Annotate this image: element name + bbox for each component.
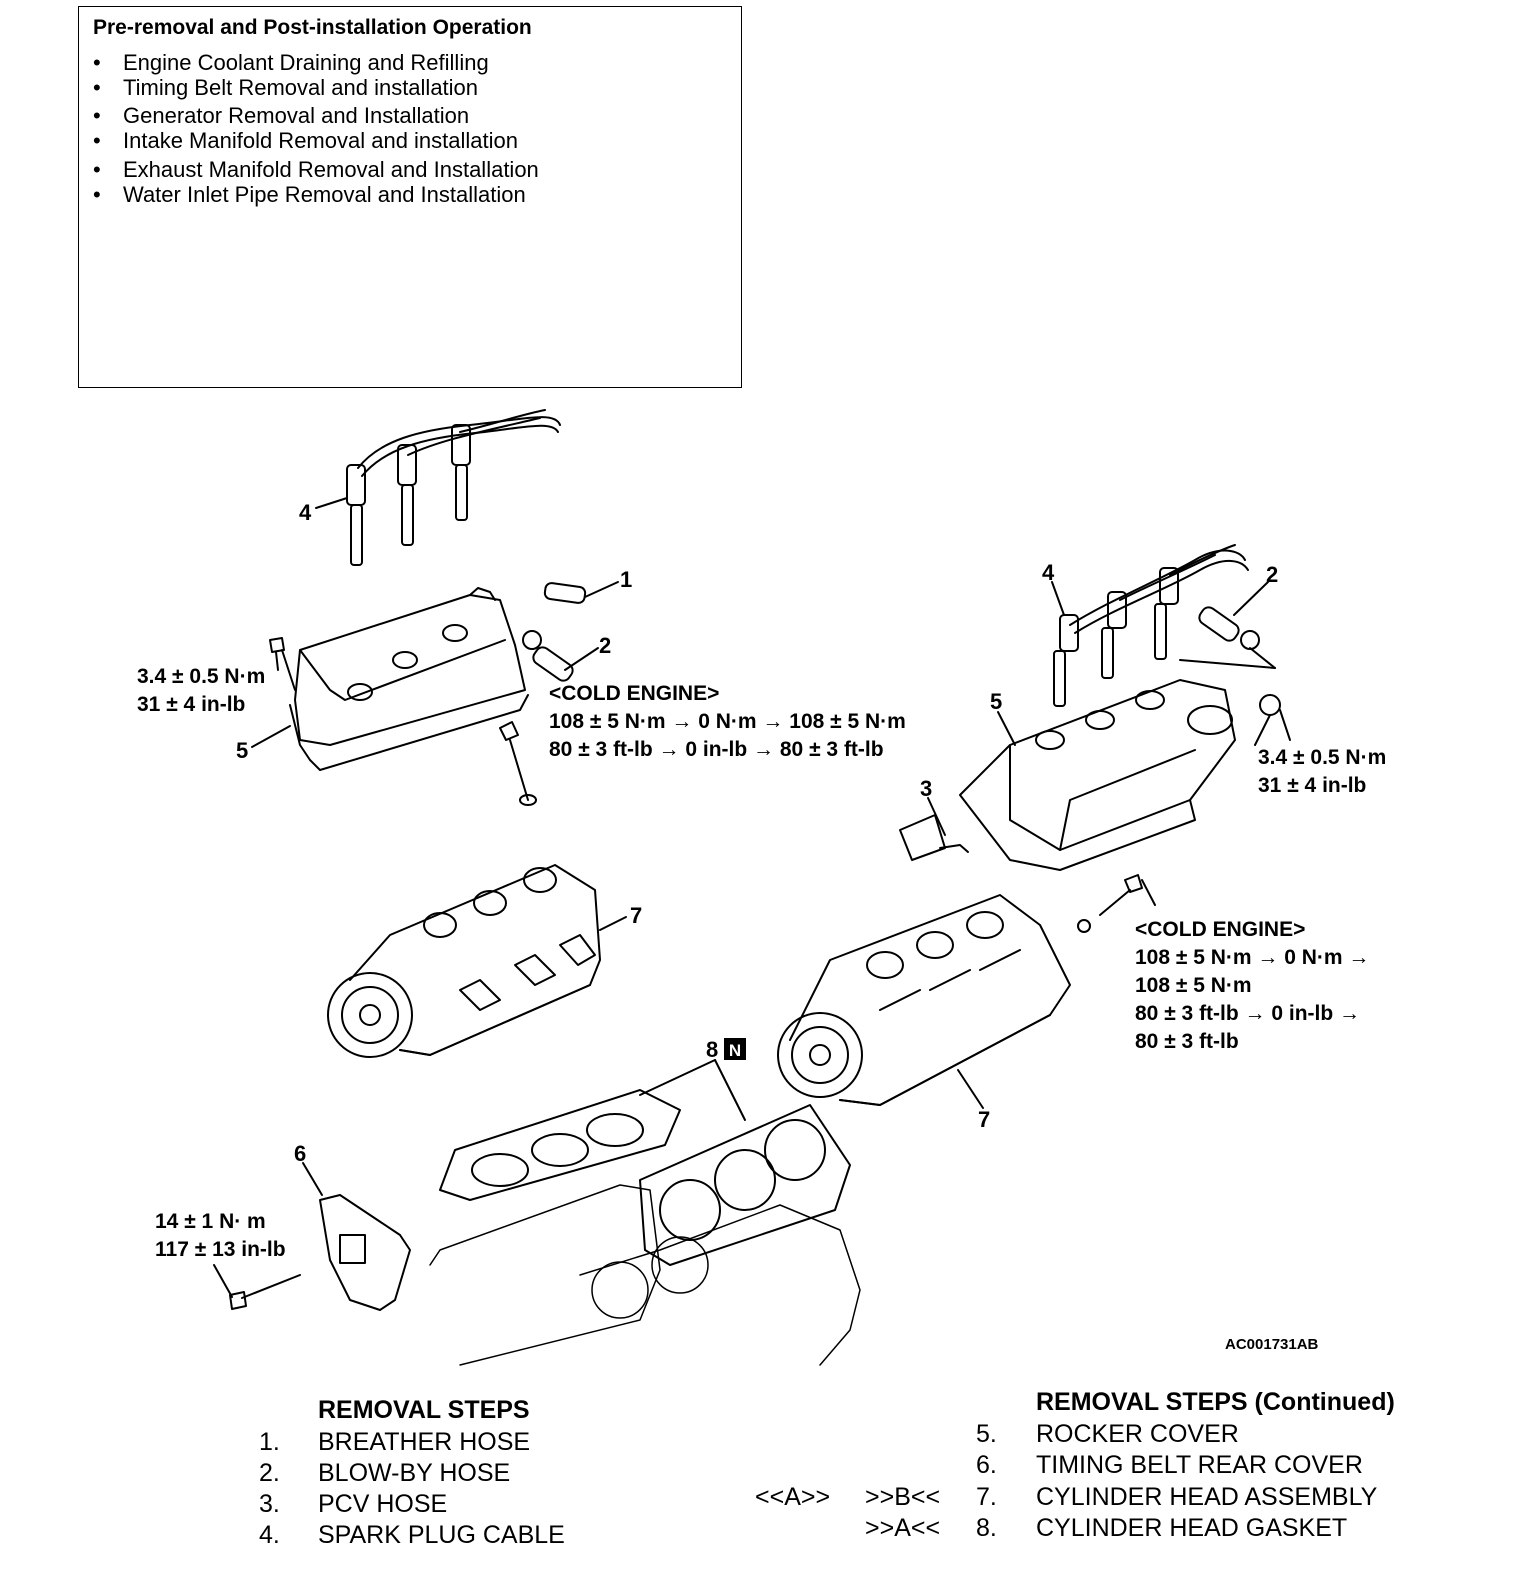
removal-steps-header: REMOVAL STEPS <box>318 1396 530 1424</box>
cold-engine-right-nm-2: 108 ± 5 N·m <box>1135 974 1252 997</box>
pre-removal-item-text: Exhaust Manifold Removal and Installatio… <box>123 157 539 182</box>
step-label: BREATHER HOSE <box>318 1428 531 1456</box>
right-bolt-torque-inlb: 31 ± 4 in-lb <box>1258 774 1366 797</box>
left-cylinder-head-drawing <box>327 864 601 1058</box>
cold-engine-left-header: <COLD ENGINE> <box>549 682 719 705</box>
cold-engine-right-ftlb-1: 80 ± 3 ft-lb → 0 in-lb → <box>1135 1002 1360 1025</box>
right-spark-plug-cable-drawing <box>1053 544 1249 707</box>
step-label: CYLINDER HEAD ASSEMBLY <box>1036 1483 1378 1511</box>
step-label: SPARK PLUG CABLE <box>318 1521 565 1549</box>
bullet-icon: • <box>93 75 101 100</box>
pre-removal-item: • Engine Coolant Draining and Refilling <box>93 50 489 76</box>
callout-3: 3 <box>920 776 932 801</box>
rear-cover-torque-inlb: 117 ± 13 in-lb <box>155 1238 286 1261</box>
cylinder-head-gasket-drawing <box>439 1089 851 1266</box>
cold-engine-left-ftlb: 80 ± 3 ft-lb → 0 in-lb → 80 ± 3 ft-lb <box>549 738 884 761</box>
left-bolt-torque-nm: 3.4 ± 0.5 N·m <box>137 665 265 688</box>
step-number: 6. <box>976 1451 997 1479</box>
removal-steps-continued: REMOVAL STEPS (Continued) 5. ROCKER COVE… <box>755 1388 1530 1588</box>
rear-cover-torque-nm: 14 ± 1 N· m <box>155 1210 266 1233</box>
pre-removal-item-text: Timing Belt Removal and installation <box>123 75 479 100</box>
callout-1: 1 <box>620 567 632 592</box>
bullet-icon: • <box>93 182 101 207</box>
pre-removal-item: • Exhaust Manifold Removal and Installati… <box>93 157 539 183</box>
step-number: 5. <box>976 1420 997 1448</box>
callout-2-right: 2 <box>1266 562 1278 587</box>
pre-removal-item: • Generator Removal and Installation <box>93 103 469 129</box>
removal-steps-continued-header: REMOVAL STEPS (Continued) <box>1036 1388 1395 1416</box>
timing-belt-rear-cover-drawing <box>319 1194 411 1311</box>
step-label: BLOW-BY HOSE <box>318 1459 511 1487</box>
pre-removal-title: Pre-removal and Post-installation Operat… <box>93 16 532 39</box>
callout-6: 6 <box>294 1141 306 1166</box>
left-spark-plug-cable-drawing <box>346 409 561 566</box>
callout-7-right: 7 <box>978 1107 990 1132</box>
bullet-icon: • <box>93 128 101 153</box>
right-rocker-cover-drawing <box>959 679 1236 871</box>
cold-engine-right-header: <COLD ENGINE> <box>1135 918 1305 941</box>
cold-engine-left-nm: 108 ± 5 N·m → 0 N·m → 108 ± 5 N·m <box>549 710 906 733</box>
bullet-icon: • <box>93 50 101 75</box>
callout-4-left: 4 <box>299 500 312 525</box>
pre-removal-item: • Water Inlet Pipe Removal and Installati… <box>93 182 526 208</box>
install-point-ref: >>A<< <box>865 1514 941 1542</box>
step-number: 3. <box>259 1490 280 1518</box>
step-number: 4. <box>259 1521 280 1549</box>
pre-removal-item: • Timing Belt Removal and installation <box>93 75 478 101</box>
left-rocker-cover-drawing <box>289 587 529 771</box>
step-label: ROCKER COVER <box>1036 1420 1239 1448</box>
cold-engine-right-nm-1: 108 ± 5 N·m → 0 N·m → <box>1135 946 1369 969</box>
pre-removal-item-text: Generator Removal and Installation <box>123 103 470 128</box>
bullet-icon: • <box>93 157 101 182</box>
pre-removal-box: Pre-removal and Post-installation Operat… <box>78 6 742 388</box>
step-number: 1. <box>259 1428 280 1456</box>
pre-removal-item-text: Water Inlet Pipe Removal and Installatio… <box>123 182 526 207</box>
new-part-badge-letter: N <box>729 1041 741 1060</box>
callout-2-left: 2 <box>599 633 611 658</box>
callout-8: 8 <box>706 1037 718 1062</box>
figure-id: AC001731AB <box>1225 1336 1319 1353</box>
pre-removal-item-text: Engine Coolant Draining and Refilling <box>123 50 489 75</box>
pre-removal-item: • Intake Manifold Removal and installatio… <box>93 128 518 154</box>
bullet-icon: • <box>93 103 101 128</box>
left-bolt-torque-inlb: 31 ± 4 in-lb <box>137 693 245 716</box>
callout-4-right: 4 <box>1042 560 1055 585</box>
step-number: 8. <box>976 1514 997 1542</box>
step-label: PCV HOSE <box>318 1490 448 1518</box>
callout-5-right: 5 <box>990 689 1002 714</box>
step-number: 7. <box>976 1483 997 1511</box>
step-number: 2. <box>259 1459 280 1487</box>
right-cylinder-head-drawing <box>777 894 1071 1106</box>
pre-removal-item-text: Intake Manifold Removal and installation <box>123 128 519 153</box>
step-label: CYLINDER HEAD GASKET <box>1036 1514 1348 1542</box>
new-part-badge <box>724 1038 746 1060</box>
removal-steps: REMOVAL STEPS 1. BREATHER HOSE 2. BLOW-B… <box>255 1396 655 1586</box>
service-point-ref: <<A>> <box>755 1483 831 1511</box>
step-label: TIMING BELT REAR COVER <box>1036 1451 1363 1479</box>
right-bolt-torque-nm: 3.4 ± 0.5 N·m <box>1258 746 1386 769</box>
install-point-ref: >>B<< <box>865 1483 941 1511</box>
callout-7-left: 7 <box>630 903 642 928</box>
cold-engine-right-ftlb-2: 80 ± 3 ft-lb <box>1135 1030 1239 1053</box>
callout-5-left: 5 <box>236 738 248 763</box>
